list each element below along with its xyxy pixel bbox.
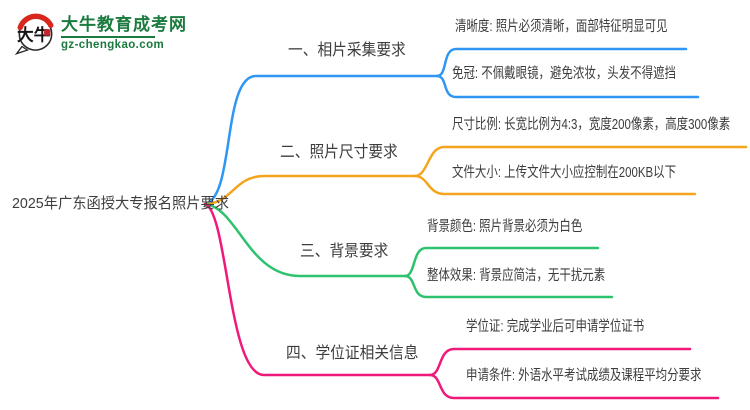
branch-curve-1 xyxy=(203,74,439,206)
leaf-underline-4a xyxy=(428,347,692,377)
branch-node-photo-capture: 一、相片采集要求 xyxy=(288,42,406,59)
leaf-node-application-conditions: 申请条件: 外语水平考试成绩及课程平均分要求 xyxy=(466,368,702,384)
branch-curve-3 xyxy=(203,202,407,278)
leaf-node-bareheaded: 免冠: 不佩戴眼镜，避免浓妆，头发不得遮挡 xyxy=(452,66,677,82)
branch-node-background: 三、背景要求 xyxy=(300,243,389,260)
site-name: 大牛教育成考网 xyxy=(61,15,187,34)
leaf-node-file-size: 文件大小: 上传文件大小应控制在200KB以下 xyxy=(452,165,677,181)
leaf-node-aspect-ratio: 尺寸比例: 长宽比例为4:3，宽度200像素，高度300像素 xyxy=(452,117,731,133)
branch-node-degree-info: 四、学位证相关信息 xyxy=(286,345,419,362)
branch-curve-2 xyxy=(203,174,417,206)
leaf-node-clarity: 清晰度: 照片必须清晰，面部特征明显可见 xyxy=(455,19,668,35)
site-logo-text: 大牛教育成考网 gz-chengkao.com xyxy=(61,15,187,51)
leaf-node-overall-effect: 整体效果: 背景应简洁，无干扰元素 xyxy=(427,268,606,284)
leaf-node-background-color: 背景颜色: 照片背景必须为白色 xyxy=(427,219,583,235)
leaf-underline-2a xyxy=(413,145,748,178)
leaf-underline-3a xyxy=(403,246,600,278)
leaf-underline-3b xyxy=(403,274,614,299)
leaf-underline-1a xyxy=(435,47,688,78)
leaf-underline-1b xyxy=(435,74,700,99)
leaf-node-degree-certificate: 学位证: 完成学业后可申请学位证书 xyxy=(466,319,645,335)
leaf-underline-2b xyxy=(413,174,697,196)
mindmap-root-node: 2025年广东函授大专报名照片要求 xyxy=(12,195,229,212)
svg-text:大牛: 大牛 xyxy=(17,25,51,45)
branch-node-photo-size: 二、照片尺寸要求 xyxy=(280,144,398,161)
site-domain: gz-chengkao.com xyxy=(61,39,165,51)
leaf-underline-4b xyxy=(428,373,720,400)
logo-divider xyxy=(61,36,155,38)
site-logo: 大牛 大牛教育成考网 gz-chengkao.com xyxy=(13,8,187,58)
branch-curve-4 xyxy=(203,202,432,377)
daniu-bull-seal-icon: 大牛 xyxy=(14,13,54,56)
